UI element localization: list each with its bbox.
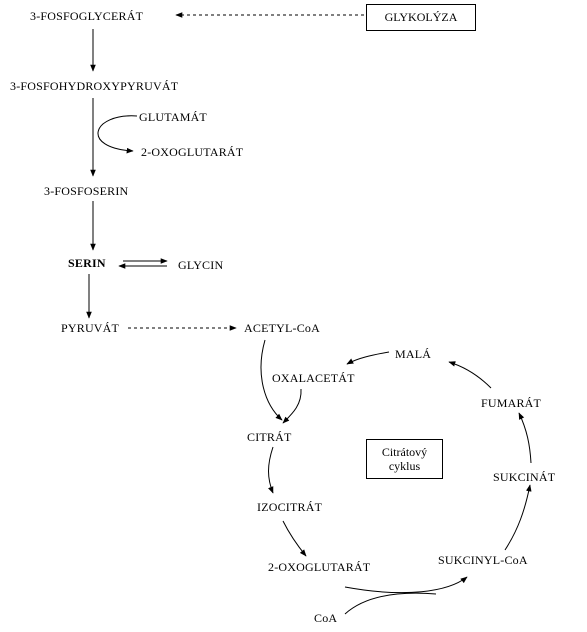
node-pyruvat: PYRUVÁT [61, 321, 120, 335]
node-mala: MALÁ [395, 347, 432, 361]
node-3-fosfoserin: 3-FOSFOSERIN [44, 184, 129, 198]
node-glycin: GLYCIN [178, 258, 224, 272]
arrow-glutamat-to-oxoglutarat [97, 115, 138, 154]
node-coa: CoA [314, 611, 338, 625]
node-2-oxoglutarat-cycle: 2-OXOGLUTARÁT [268, 560, 371, 574]
node-oxalacetat: OXALACETÁT [272, 371, 355, 385]
node-serin: SERIN [68, 256, 106, 270]
node-glutamat: GLUTAMÁT [139, 110, 207, 124]
node-glykolyza-box: GLYKOLÝZA [366, 4, 476, 31]
citric-cycle-box: Citrátový cyklus [366, 439, 443, 479]
arrow-fumarat-to-mala [448, 361, 492, 389]
arrow-acetylcoa-to-citrat [260, 339, 283, 421]
arrow-sukcinylcoa-to-sukcinat [504, 484, 532, 551]
citric-cycle-line2: cyklus [388, 459, 421, 473]
node-2-oxoglutarat-top: 2-OXOGLUTARÁT [141, 145, 244, 159]
node-sukcinyl-coa: SUKCINYL-CoA [438, 553, 528, 567]
node-sukcinat: SUKCINÁT [493, 470, 556, 484]
arrow-oxoglutarat-to-sukcinylcoa [344, 576, 468, 594]
node-acetyl-coa: ACETYL-CoA [244, 321, 320, 335]
node-3-fosfohydroxypyruvat: 3-FOSFOHYDROXYPYRUVÁT [10, 79, 179, 93]
node-citrat: CITRÁT [247, 430, 292, 444]
arrow-mala-to-oxalacetat [346, 351, 390, 365]
arrow-citrat-to-izocitrat [268, 446, 274, 494]
node-3-fosfoglycerat: 3-FOSFOGLYCERÁT [30, 9, 144, 23]
arrow-sukcinat-to-fumarat [518, 412, 532, 464]
arrow-izocitrat-to-oxoglutarat [282, 520, 307, 557]
node-izocitrat: IZOCITRÁT [257, 500, 323, 514]
node-fumarat: FUMARÁT [481, 396, 542, 410]
citric-cycle-line1: Citrátový [381, 445, 428, 459]
arrow-oxalacetat-to-citrat [282, 388, 302, 424]
arrow-coa-join [344, 592, 437, 615]
